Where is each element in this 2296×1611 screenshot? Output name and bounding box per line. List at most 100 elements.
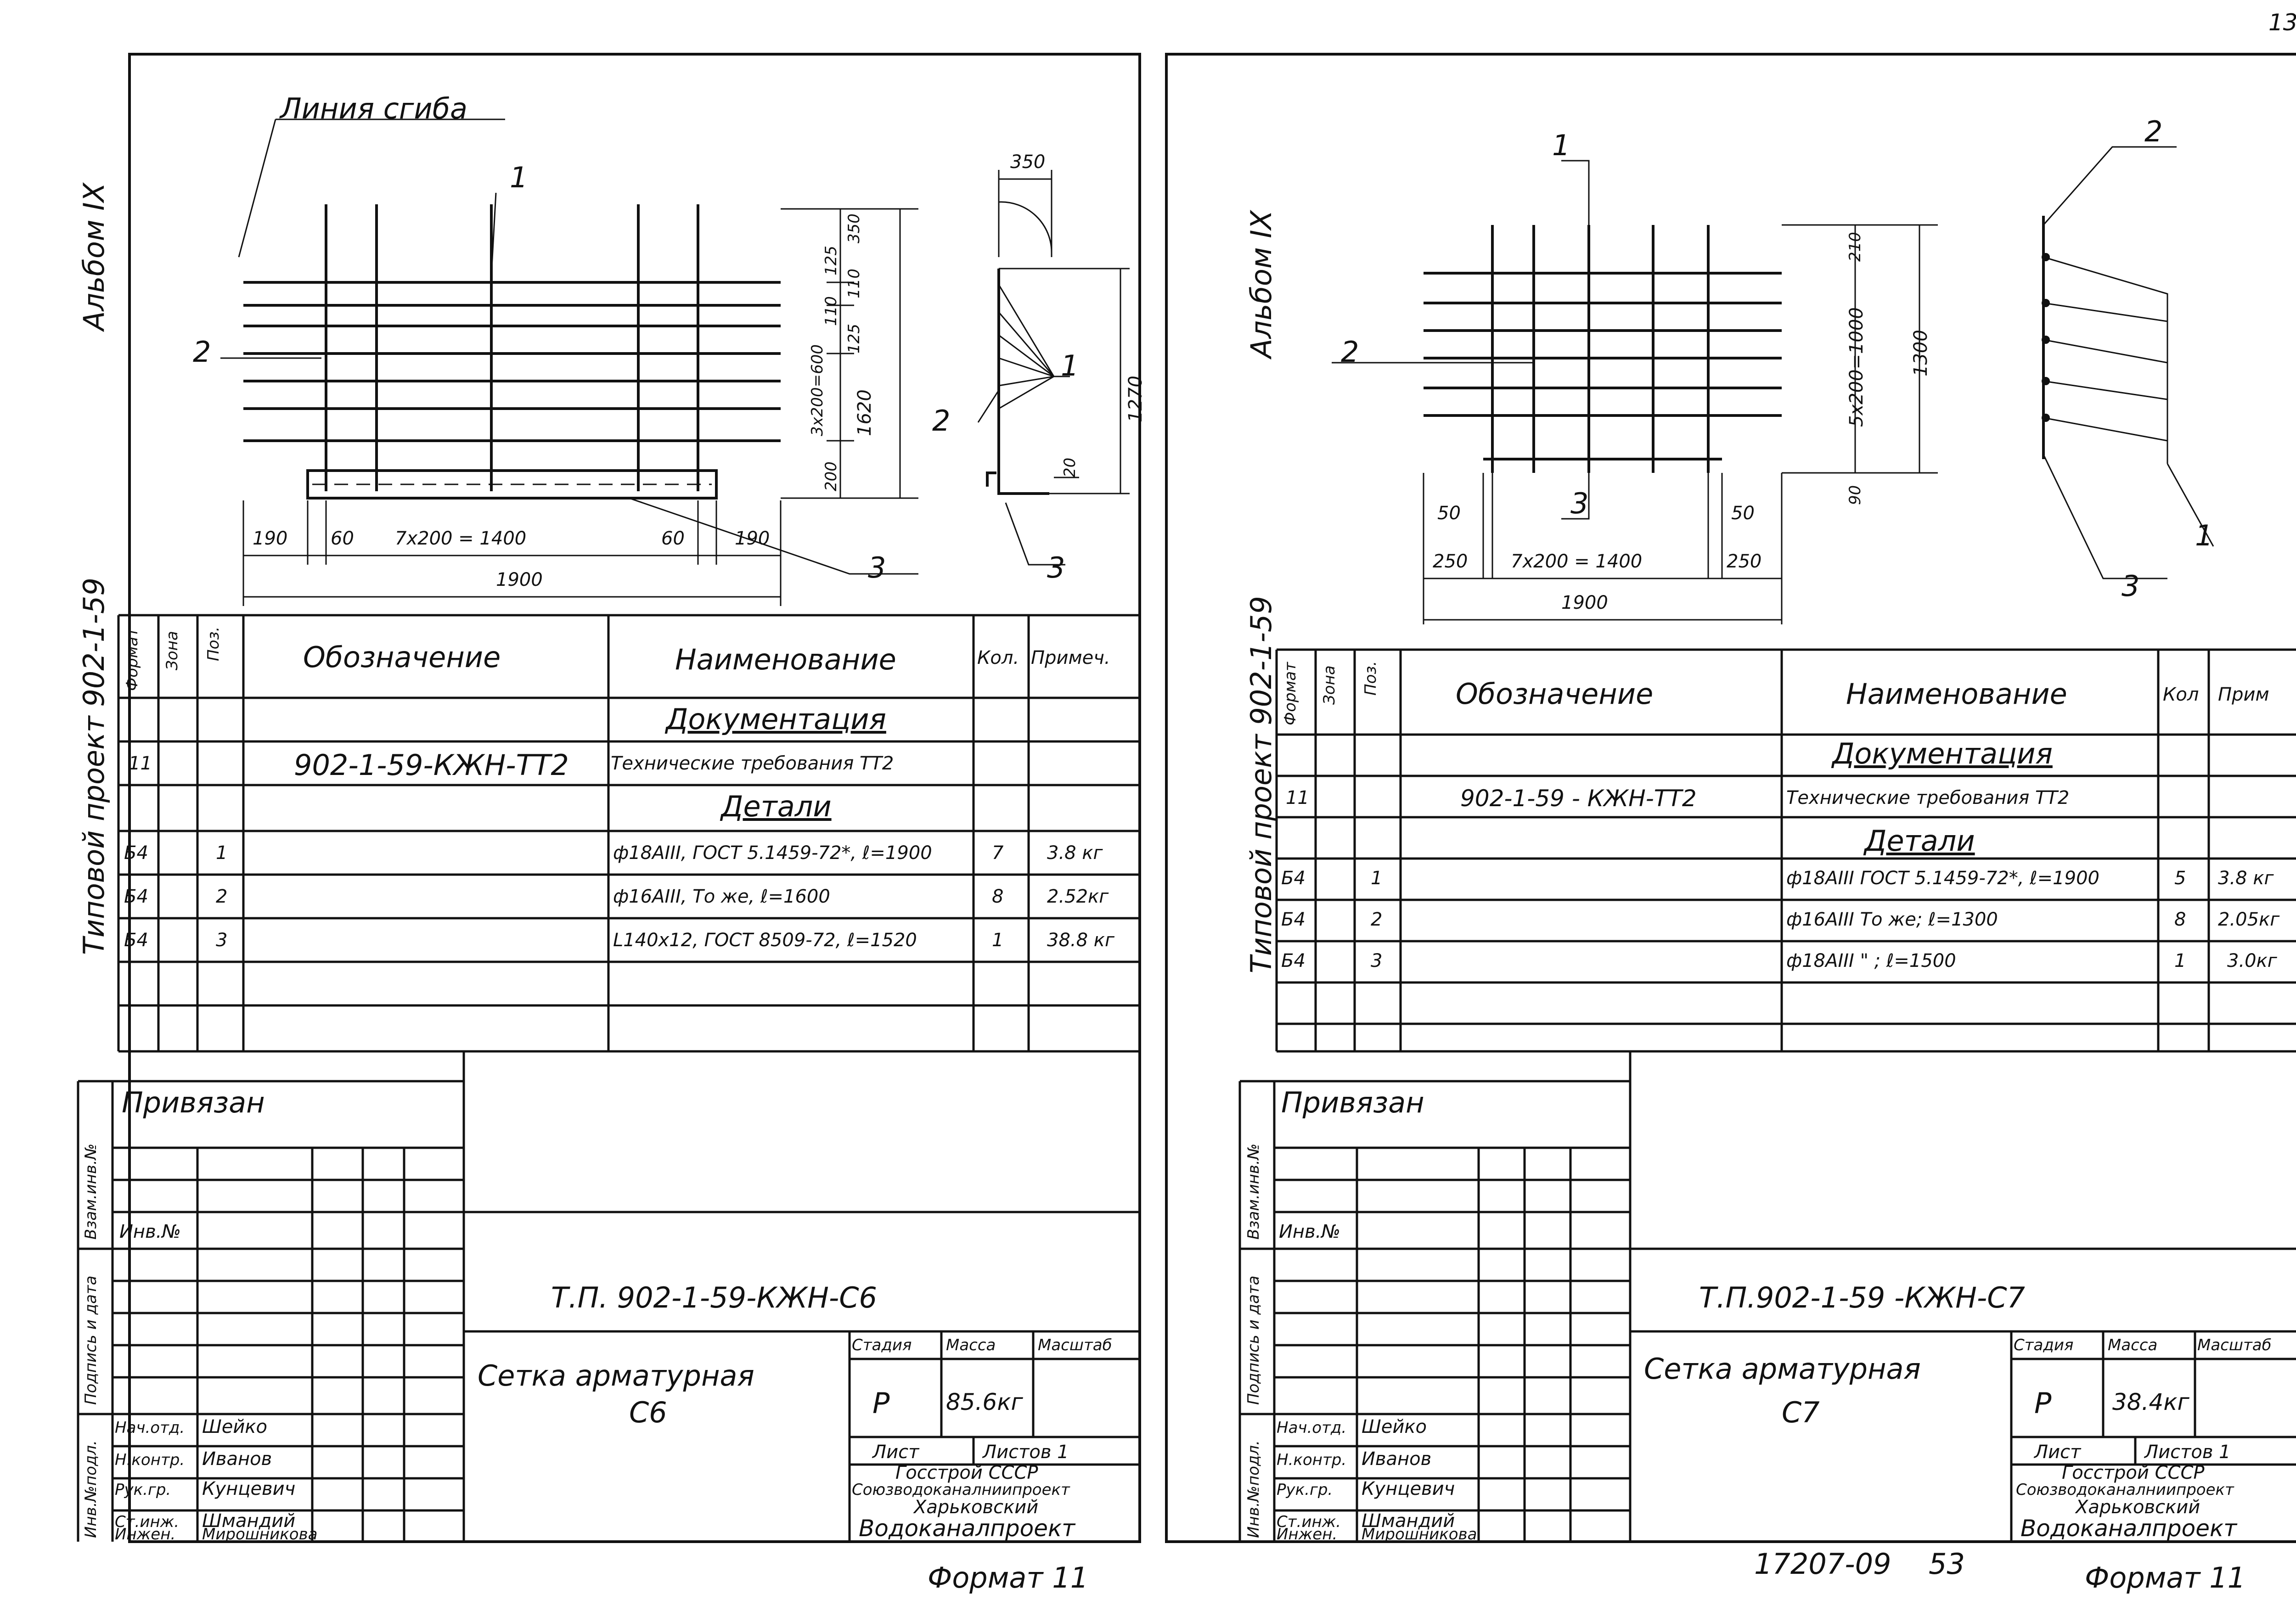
hdr-format: Формат [1281,662,1300,725]
side-project: Типовой проект 902-1-59 [77,578,111,955]
doc-code: 17207-09 [1754,1547,1891,1581]
section-parts: Детали [1864,824,1975,858]
dim-250-left: 250 [1433,551,1468,572]
row3-note: 38.8 кг [1047,930,1114,951]
stamp-replaces: Взам.инв.№ [82,1143,100,1240]
row2-qty: 8 [2174,909,2186,930]
section-pos-3: 3 [2122,569,2140,603]
signer2-role: Н.контр. [1277,1451,1347,1469]
section-parts: Детали [721,790,832,823]
row3-name: L140х12, ГОСТ 8509-72, ℓ=1520 [613,930,917,951]
row3-format: Б4 [1281,950,1306,971]
stamp-inventory: Инв.№подл. [82,1440,100,1538]
org-line1: Госстрой СССР [895,1462,1038,1483]
stamp-signature: Подпись и дата [82,1275,100,1405]
dim-3x200: 3х200=600 [808,344,827,436]
right-frame [1165,53,2296,1543]
signer4-role: Ст.инж. [1277,1513,1341,1531]
row1-format: Б4 [1281,868,1306,889]
row2-name: ф16АIII То же; ℓ=1300 [1786,909,1998,930]
dim-110b: 110 [845,269,863,298]
dim-60-right: 60 [661,528,685,549]
dim-90: 90 [1846,485,1864,505]
format-label: Формат 11 [928,1561,1089,1594]
dim-125-top: 125 [822,246,840,275]
hdr-pos: Поз. [1362,661,1380,696]
row3-qty: 1 [992,930,1004,951]
hdr-designation: Обозначение [303,640,501,674]
row1-qty: 5 [2174,868,2186,889]
doc-name: Технические требования ТТ2 [611,753,894,774]
section-pos-1: 1 [1061,349,1079,382]
side-album: Альбом IX [77,183,111,331]
title-line2: С6 [629,1396,667,1429]
section-dim-20: 20 [1061,457,1079,477]
row1-note: 3.8 кг [1047,842,1103,864]
row3-name: ф18АIII " ; ℓ=1500 [1786,950,1956,971]
signer5-role: Инжен. [115,1525,176,1544]
stamp-replaces: Взам.инв.№ [1244,1143,1263,1240]
row1-note: 3.8 кг [2218,868,2274,889]
drawing-code: Т.П. 902-1-59-КЖН-С6 [551,1281,877,1314]
row1-qty: 7 [992,842,1004,864]
drawing-code: Т.П.902-1-59 -КЖН-С7 [1699,1281,2025,1314]
hdr-name: Наименование [1846,677,2067,711]
row2-name: ф16АIII, То же, ℓ=1600 [613,886,830,907]
section-docs: Документация [666,702,886,736]
signer2-name: Иванов [1362,1448,1432,1470]
page-number: 131 [2268,9,2296,36]
signer4-name: Шмандий [202,1510,296,1532]
bound-label: Привязан [122,1086,265,1119]
side-project: Типовой проект 902-1-59 [1244,596,1278,973]
dim-50-left: 50 [1437,503,1461,524]
signer1-name: Шейко [1362,1416,1427,1437]
org-line3: Харьковский [2076,1497,2200,1518]
dim-1620: 1620 [854,389,875,436]
pos-label-1: 1 [1552,129,1570,162]
row1-name: ф18АIII ГОСТ 5.1459-72*, ℓ=1900 [1786,868,2099,889]
pos-label-2: 2 [1341,335,1359,369]
doc-format: 11 [129,753,152,774]
section-dim-350: 350 [1010,152,1046,173]
mass-value: 38.4кг [2112,1389,2189,1415]
hdr-note: Прим [2218,684,2269,705]
sheet-label: Лист [2034,1442,2081,1463]
title-line1: Сетка арматурная [478,1359,754,1392]
cut-line-label: Линия сгиба [280,92,467,125]
row3-note: 3.0кг [2227,950,2277,971]
dim-1300: 1300 [1910,330,1931,376]
row3-format: Б4 [124,930,148,951]
stage-value: Р [872,1386,890,1420]
dim-60-left: 60 [331,528,354,549]
row2-pos: 2 [216,886,228,907]
org-line2: Союзводоканалниипроект [2016,1481,2234,1499]
row2-note: 2.52кг [1047,886,1109,907]
dim-1900: 1900 [496,569,543,590]
org-line4: Водоканалпроект [2020,1515,2237,1542]
hdr-pos: Поз. [204,626,223,661]
hdr-qty: Кол [2163,684,2199,705]
row1-name: ф18АIII, ГОСТ 5.1459-72*, ℓ=1900 [613,842,932,864]
stage-label: Стадия [852,1336,912,1354]
row1-pos: 1 [1371,868,1383,889]
doc-format: 11 [1286,787,1309,808]
dim-5x200: 5х200=1000 [1846,307,1867,427]
row1-format: Б4 [124,842,148,864]
row3-pos: 3 [1371,950,1383,971]
signer3-role: Рук.гр. [115,1481,171,1499]
scale-label: Масштаб [2197,1336,2272,1354]
title-line2: С7 [1782,1396,1820,1429]
section-dim-1270: 1270 [1125,376,1146,422]
org-line3: Харьковский [914,1497,1039,1518]
dim-125: 125 [845,324,863,354]
dim-7x200: 7х200 = 1400 [1511,551,1643,572]
title-line1: Сетка арматурная [1644,1352,1921,1386]
dim-250-right: 250 [1727,551,1762,572]
scale-label: Масштаб [1038,1336,1112,1354]
org-line2: Союзводоканалниипроект [852,1481,1070,1499]
hdr-qty: Кол. [977,647,1019,668]
dim-350: 350 [845,213,863,243]
dim-50-right: 50 [1731,503,1755,524]
hdr-name: Наименование [675,643,896,676]
signer5-role: Инжен. [1277,1525,1338,1544]
